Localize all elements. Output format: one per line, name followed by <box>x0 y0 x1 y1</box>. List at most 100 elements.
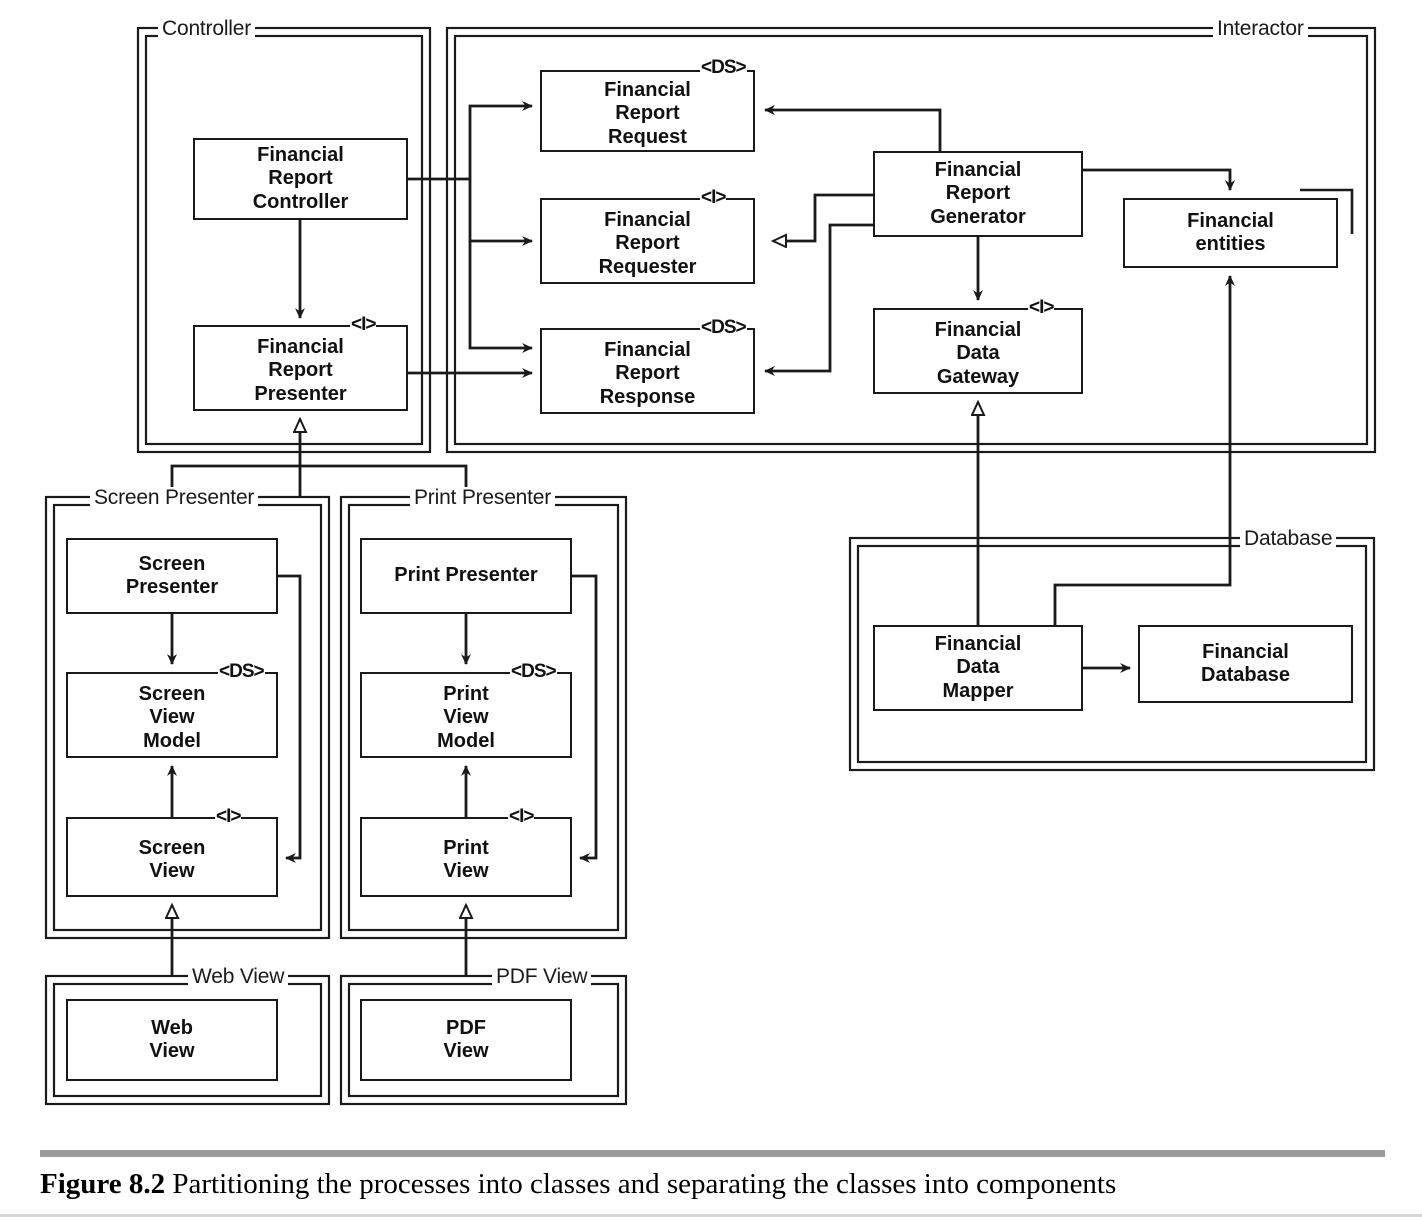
figure-caption: Figure 8.2 Partitioning the processes in… <box>40 1168 1385 1201</box>
stereotype-interface-financial-report-presenter: <I> <box>350 314 377 335</box>
class-financial-report-requester[interactable]: Financial Report Requester <box>540 198 755 284</box>
class-line: Report <box>268 359 333 382</box>
component-label-web-view: Web View <box>188 966 289 987</box>
class-financial-entities[interactable]: Financial entities <box>1123 198 1338 268</box>
stereotype-datastructure-financial-report-response: <DS> <box>700 317 747 338</box>
component-label-screen-presenter: Screen Presenter <box>90 487 259 508</box>
class-line: Response <box>599 385 696 408</box>
class-line: Financial <box>934 319 1022 342</box>
rel-printpresenter-to-printview <box>572 574 598 863</box>
class-line: entities <box>1195 233 1266 255</box>
class-line: Financial <box>257 144 344 167</box>
class-line: Report <box>268 167 333 190</box>
relation-connectors <box>170 101 1354 976</box>
class-print-view-model[interactable]: Print View Model <box>360 672 572 758</box>
stereotype-interface-financial-data-gateway: <I> <box>1028 297 1055 318</box>
class-line: Requester <box>598 255 697 278</box>
class-line: View <box>149 706 195 729</box>
stereotype-interface-print-view: <I> <box>508 806 535 827</box>
component-frame-web-view <box>44 974 331 1106</box>
class-screen-presenter[interactable]: Screen Presenter <box>66 538 278 614</box>
class-line: View <box>443 1040 489 1062</box>
caption-bottom-rule <box>0 1214 1422 1217</box>
class-pdf-view[interactable]: PDF View <box>360 999 572 1081</box>
component-frame-controller <box>136 26 432 454</box>
rel-controller-to-requester <box>468 179 533 246</box>
class-line: Financial <box>1187 209 1274 232</box>
class-line: Report <box>615 232 680 255</box>
class-financial-data-mapper[interactable]: Financial Data Mapper <box>873 625 1083 711</box>
rel-generator-to-request <box>764 105 942 151</box>
rel-generator-to-response <box>764 223 873 376</box>
class-line: Model <box>143 729 201 752</box>
class-line: Financial <box>604 339 691 362</box>
stereotype-datastructure-screen-view-model: <DS> <box>218 661 265 682</box>
rel-generator-to-requester <box>773 193 873 241</box>
class-line: Print <box>443 836 489 859</box>
class-line: Financial <box>934 159 1022 182</box>
rel-presenter-to-response-upper <box>468 241 533 353</box>
class-line: Database <box>1201 664 1290 686</box>
class-line: Data <box>956 656 1000 679</box>
class-screen-view-model[interactable]: Screen View Model <box>66 672 278 758</box>
figure-number: Figure 8.2 <box>40 1168 166 1200</box>
class-financial-report-response[interactable]: Financial Report Response <box>540 328 755 414</box>
rel-generator-to-entities <box>1083 168 1235 191</box>
stereotype-interface-financial-report-requester: <I> <box>700 187 727 208</box>
class-line: View <box>443 706 489 729</box>
stereotype-interface-screen-view: <I> <box>215 806 242 827</box>
class-line: Model <box>437 729 495 752</box>
rel-presenters-merge-trunk-print <box>300 464 468 497</box>
component-label-controller: Controller <box>158 18 256 39</box>
class-financial-data-gateway[interactable]: Financial Data Gateway <box>873 308 1083 394</box>
class-line: Financial <box>257 336 344 359</box>
class-line: Financial <box>604 209 691 232</box>
class-financial-report-request[interactable]: Financial Report Request <box>540 70 755 152</box>
class-line: Print Presenter <box>394 564 538 587</box>
class-line: Controller <box>252 190 349 213</box>
figure-caption-text: Partitioning the processes into classes … <box>172 1168 1117 1200</box>
rel-presenters-merge-trunk <box>170 464 302 497</box>
class-line: Financial <box>1202 640 1289 663</box>
class-line: Financial <box>934 633 1022 656</box>
class-line: Request <box>608 125 687 148</box>
class-line: Report <box>615 362 680 385</box>
component-label-database: Database <box>1240 528 1337 549</box>
class-print-view[interactable]: Print View <box>360 817 572 897</box>
class-line: Gateway <box>936 365 1020 388</box>
class-line: Presenter <box>125 576 219 598</box>
rel-screenpresenter-to-screenview <box>278 574 302 863</box>
component-frame-database <box>848 536 1376 772</box>
class-line: Screen <box>138 836 206 859</box>
class-line: Screen <box>138 552 206 575</box>
class-financial-report-generator[interactable]: Financial Report Generator <box>873 151 1083 237</box>
class-financial-report-presenter[interactable]: Financial Report Presenter <box>193 325 408 411</box>
class-line: Generator <box>930 205 1026 228</box>
class-financial-database[interactable]: Financial Database <box>1138 625 1353 703</box>
component-label-pdf-view: PDF View <box>492 966 592 987</box>
class-screen-view[interactable]: Screen View <box>66 817 278 897</box>
class-line: Report <box>945 182 1011 205</box>
component-label-print-presenter: Print Presenter <box>410 487 556 508</box>
class-financial-report-controller[interactable]: Financial Report Controller <box>193 138 408 220</box>
figure-caption-area: Figure 8.2 Partitioning the processes in… <box>0 1140 1422 1220</box>
stereotype-datastructure-print-view-model: <DS> <box>510 661 557 682</box>
class-line: Report <box>615 102 680 125</box>
class-line: Mapper <box>942 679 1014 702</box>
stereotype-datastructure-financial-report-request: <DS> <box>700 57 747 78</box>
class-line: View <box>149 1040 195 1062</box>
rel-controller-to-request <box>468 101 533 179</box>
class-line: Data <box>956 342 1000 365</box>
rel-mapper-to-entities <box>1053 275 1235 625</box>
class-line: Screen <box>138 683 206 706</box>
class-print-presenter[interactable]: Print Presenter <box>360 538 572 614</box>
entities-stereotype-bracket <box>1300 188 1354 234</box>
caption-top-rule <box>40 1150 1385 1157</box>
class-line: View <box>443 860 489 882</box>
class-line: Print <box>443 683 489 706</box>
class-web-view[interactable]: Web View <box>66 999 278 1081</box>
component-label-interactor: Interactor <box>1213 18 1308 39</box>
class-line: Financial <box>604 79 691 102</box>
class-line: PDF <box>446 1016 486 1039</box>
